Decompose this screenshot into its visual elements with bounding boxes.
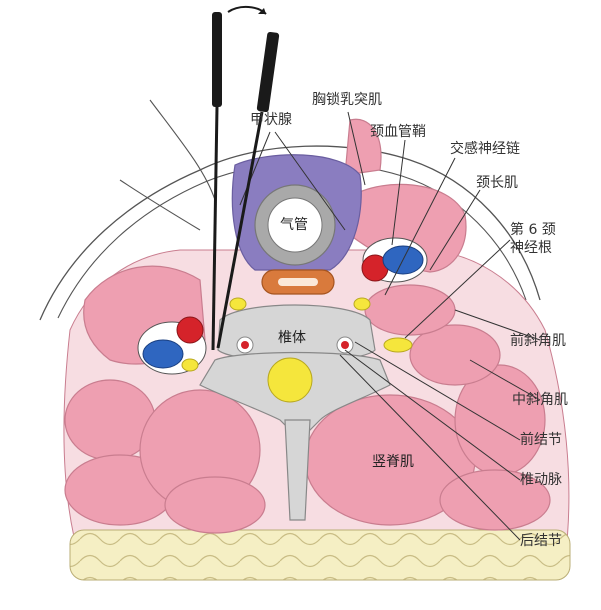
left-nerve-root: [229, 297, 247, 311]
left-lateral-nerve: [181, 358, 199, 372]
left-muscle-bundle-4: [164, 476, 266, 534]
right-vertebral-artery: [341, 341, 349, 349]
spinous-process: [284, 419, 311, 521]
left-vertebral-artery: [241, 341, 249, 349]
label-anterior-scalene: 前斜角肌: [510, 333, 566, 349]
right-muscle-bundle-2: [439, 469, 551, 531]
right-nerve-root: [353, 297, 371, 311]
trachea-lumen: [267, 197, 323, 253]
leader-lines: [239, 111, 541, 541]
label-scm: 胸锁乳突肌: [312, 92, 382, 108]
rotation-arrow-head: [258, 8, 266, 14]
label-c6-root-line2: 神经根: [510, 240, 552, 256]
label-posterior-tubercle: 后结节: [520, 533, 562, 549]
skin-fold: [149, 99, 216, 201]
skin-fold-2: [119, 179, 201, 231]
label-erector-spinae: 竖脊肌: [372, 454, 414, 470]
c6-nerve-root: [383, 337, 413, 353]
label-trachea: 气管: [280, 217, 308, 233]
label-thyroid: 甲状腺: [250, 112, 292, 128]
label-longus-colli: 颈长肌: [476, 175, 518, 191]
anterior-scalene-muscle: [364, 284, 456, 336]
left-jugular-vein: [142, 339, 184, 369]
label-vertebral-artery: 椎动脉: [520, 472, 562, 488]
esophagus-lumen: [278, 278, 318, 286]
label-vertebral-body: 椎体: [278, 330, 306, 346]
left-carotid-artery: [176, 316, 204, 344]
subcutaneous-fat: [69, 529, 571, 581]
skin-outline: [39, 145, 541, 321]
label-sympathetic-chain: 交感神经链: [450, 141, 520, 157]
middle-scalene-muscle: [409, 324, 501, 386]
label-c6-root-line1: 第 6 颈: [510, 222, 556, 238]
sternocleidomastoid-upper: [344, 118, 382, 176]
needle-instrument-icon: [211, 12, 280, 351]
label-anterior-tubercle: 前结节: [520, 432, 562, 448]
spinal-cord: [267, 357, 313, 403]
label-middle-scalene: 中斜角肌: [512, 392, 568, 408]
label-carotid-sheath: 颈血管鞘: [370, 124, 426, 140]
